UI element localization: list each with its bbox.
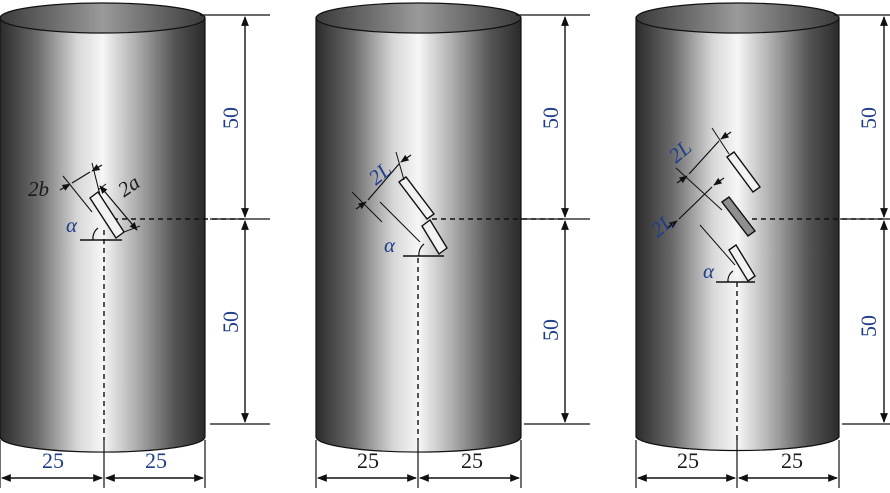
height-dimension bbox=[516, 14, 590, 425]
cylinder-body bbox=[315, 17, 522, 453]
crack-middle bbox=[721, 196, 756, 237]
dimension-2L-top bbox=[675, 127, 732, 211]
width-label-right: 25 bbox=[781, 448, 803, 473]
label-alpha: α bbox=[384, 233, 396, 257]
width-label-right: 25 bbox=[145, 448, 167, 473]
width-dimension bbox=[315, 440, 522, 488]
width-label-left: 25 bbox=[357, 448, 379, 473]
height-label-top: 50 bbox=[218, 107, 243, 129]
cylinder-body bbox=[0, 17, 206, 453]
dimension-2a bbox=[97, 183, 141, 233]
cylinder-top bbox=[315, 2, 522, 34]
height-label-bottom: 50 bbox=[538, 319, 563, 341]
dimension-2L-bottom bbox=[666, 177, 725, 229]
width-label-left: 25 bbox=[42, 448, 64, 473]
width-label-left: 25 bbox=[677, 448, 699, 473]
dimension-2L bbox=[351, 151, 412, 223]
width-dimension bbox=[0, 440, 206, 488]
cylinder-top bbox=[0, 2, 206, 34]
height-dimension bbox=[200, 14, 270, 425]
label-alpha: α bbox=[66, 213, 78, 237]
height-dimension bbox=[834, 14, 890, 425]
specimen-1: 2b 2a α 50 50 25 25 bbox=[0, 2, 270, 488]
label-alpha: α bbox=[703, 259, 715, 283]
cylinder-body bbox=[635, 17, 840, 452]
width-dimension bbox=[635, 440, 840, 488]
crack-bottom bbox=[699, 224, 756, 283]
crack-lower bbox=[379, 201, 448, 257]
width-label-right: 25 bbox=[461, 448, 483, 473]
crack-top bbox=[726, 151, 761, 193]
specimen-3: 2L 2L α 50 50 25 25 bbox=[635, 2, 890, 488]
height-label-top: 50 bbox=[538, 107, 563, 129]
cylinder-top bbox=[635, 2, 840, 34]
height-label-bottom: 50 bbox=[856, 315, 881, 337]
height-label-bottom: 50 bbox=[218, 311, 243, 333]
dimension-2b bbox=[59, 162, 103, 213]
specimen-2: 2L α 50 50 25 25 bbox=[315, 2, 590, 488]
label-2b: 2b bbox=[28, 177, 49, 201]
height-label-top: 50 bbox=[856, 107, 881, 129]
